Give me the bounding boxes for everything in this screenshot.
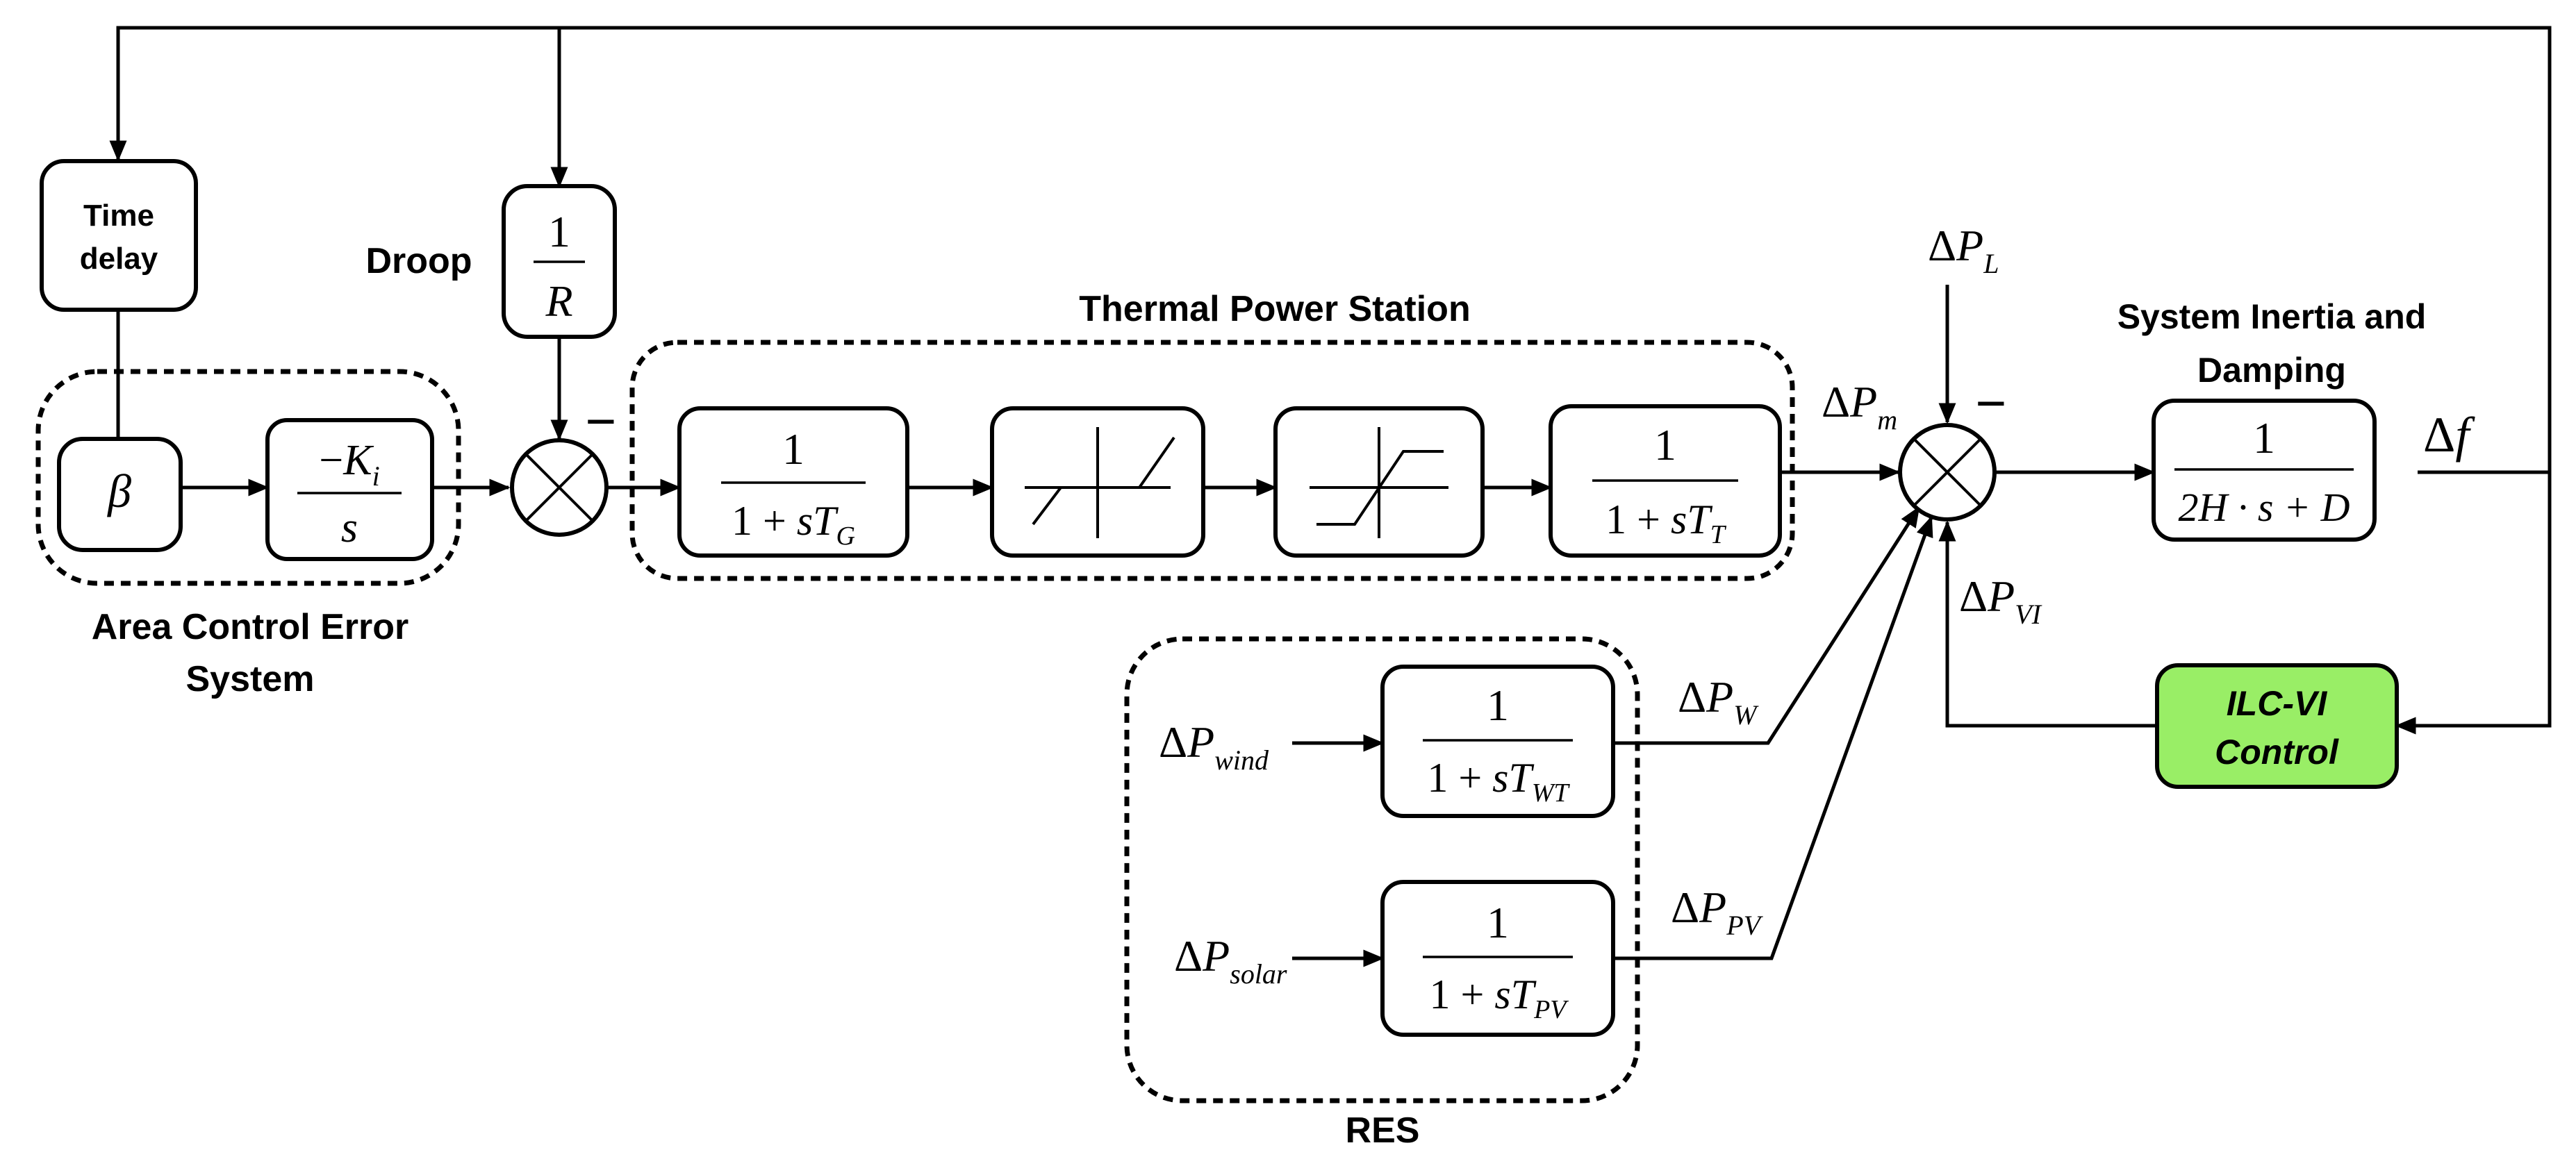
time-delay-label-line1: Time (83, 199, 154, 233)
wind-numerator: 1 (1487, 681, 1509, 730)
signal-dpwind: ΔPwind (1159, 717, 1269, 776)
res-group-outline (1124, 636, 1640, 1103)
feedback-wire-ilc (2395, 472, 2552, 735)
ilc-vi-label-line1: ILC-VI (2227, 684, 2328, 723)
res-label: RES (1346, 1110, 1420, 1150)
droop-denominator: R (545, 276, 572, 326)
ace-label-line2: System (186, 659, 315, 699)
rate-limiter-block (990, 406, 1205, 558)
saturation-block (1273, 406, 1485, 558)
turbine-denominator: 1 + sTT (1605, 497, 1727, 549)
inertia-denominator: 2H · s + D (2179, 485, 2350, 530)
thermal-station-label: Thermal Power Station (1079, 289, 1470, 329)
governor-denominator: 1 + sTG (732, 498, 855, 551)
ace-group-outline (35, 369, 461, 586)
solar-block: 1 1 + sTPV (1380, 880, 1615, 1037)
beta-block: β (57, 437, 183, 552)
inertia-label-line1: System Inertia and (2117, 297, 2427, 336)
time-delay-block: Time delay (40, 159, 198, 312)
wire-wind-sum2 (1613, 506, 1921, 745)
wire-solar-sum2 (1613, 515, 1933, 960)
signal-dpm: ΔPm (1822, 377, 1897, 435)
turbine-numerator: 1 (1654, 420, 1676, 469)
signal-dpw: ΔPW (1678, 672, 1759, 731)
governor-block: 1 1 + sTG (677, 406, 909, 558)
ilc-vi-control-block: ILC-VI Control (2155, 663, 2399, 789)
wind-denominator: 1 + sTWT (1427, 755, 1570, 808)
ace-label-line1: Area Control Error (92, 607, 409, 647)
inertia-numerator: 1 (2253, 413, 2275, 462)
integrator-block: −Ki s (265, 418, 434, 561)
droop-block: 1 R (502, 184, 617, 339)
droop-label: Droop (365, 241, 472, 281)
signal-dpvi: ΔPVI (1959, 572, 2042, 630)
wind-block: 1 1 + sTWT (1380, 665, 1615, 818)
sum1-minus-sign: − (585, 392, 617, 453)
feedback-wire-top (109, 26, 2552, 474)
signal-dppv: ΔPPV (1671, 883, 1764, 941)
thermal-group-outline (629, 340, 1795, 581)
integrator-numerator: −Ki (319, 437, 379, 492)
ilc-vi-box (2155, 663, 2399, 789)
integrator-denominator: s (341, 504, 358, 551)
solar-denominator: 1 + sTPV (1430, 972, 1569, 1024)
sum2-minus-sign: − (1975, 374, 2007, 435)
droop-numerator: 1 (548, 207, 570, 256)
summing-junction-2 (1898, 423, 1997, 522)
wire-ilc-sum2 (1938, 520, 2157, 728)
signal-dpl: ΔPL (1928, 221, 1999, 279)
inertia-block: 1 2H · s + D (2152, 399, 2377, 542)
signal-df: Δf (2423, 407, 2475, 462)
beta-symbol: β (106, 465, 131, 517)
governor-numerator: 1 (782, 424, 804, 474)
solar-numerator: 1 (1487, 898, 1509, 947)
summing-junction-1 (510, 438, 609, 537)
inertia-label-line2: Damping (2197, 351, 2346, 390)
signal-dpsolar: ΔPsolar (1174, 931, 1287, 990)
turbine-block: 1 1 + sTT (1549, 404, 1782, 558)
time-delay-label-line2: delay (80, 242, 158, 276)
ilc-vi-label-line2: Control (2215, 733, 2339, 772)
